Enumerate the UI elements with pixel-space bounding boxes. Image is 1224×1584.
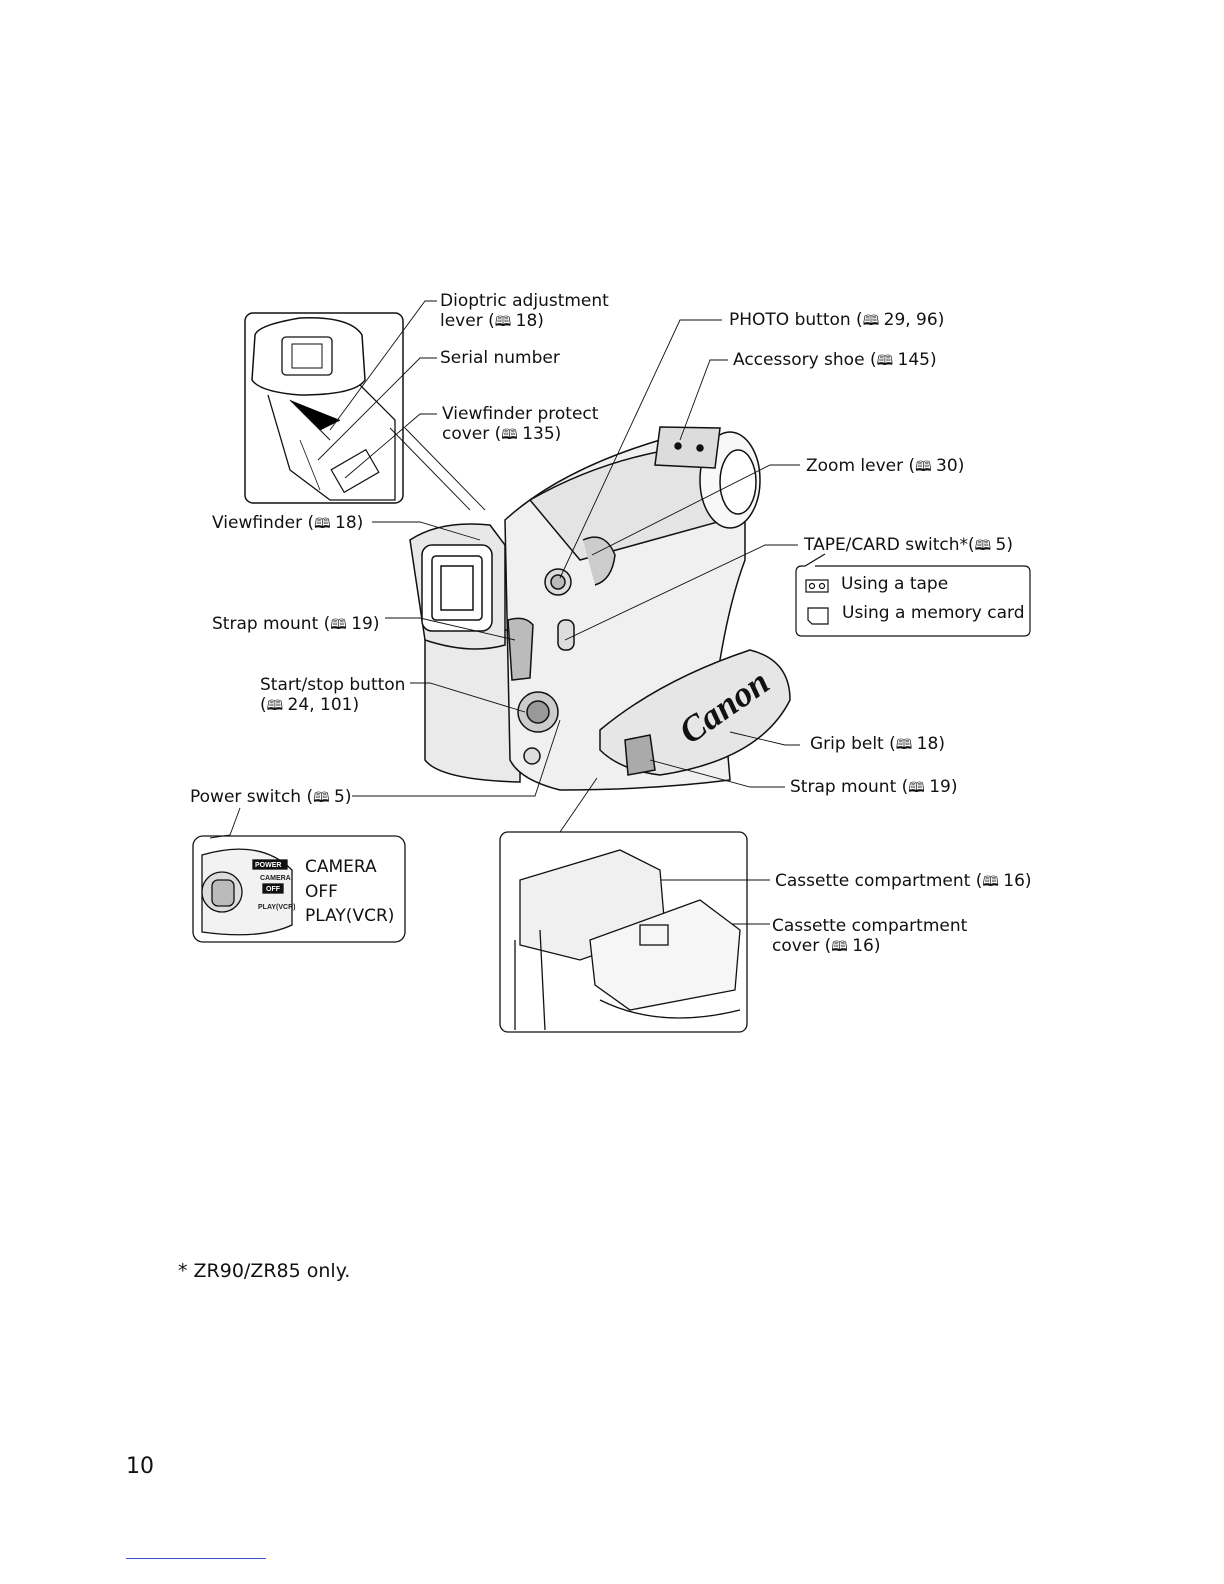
- vf-cover-ref: 135): [516, 424, 562, 444]
- strap-left-text: Strap mount (: [212, 614, 331, 634]
- power-dial-label-off: OFF: [266, 886, 281, 893]
- book-icon: 🕮: [876, 353, 893, 369]
- tapecard-card-option: Using a memory card: [842, 603, 1025, 623]
- startstop-ref: 24, 101): [282, 695, 360, 715]
- book-icon: 🕮: [314, 516, 330, 532]
- book-icon: 🕮: [982, 874, 998, 890]
- grip-ref: 18): [911, 734, 945, 754]
- startstop-label: Start/stop button (🕮 24, 101): [260, 675, 405, 716]
- tapecard-ref: 5): [990, 535, 1013, 555]
- cassette-cover-label: Cassette compartment cover (🕮 16): [772, 916, 967, 957]
- cassette-inset: [499, 831, 748, 1033]
- power-switch-label: Power switch (🕮 5): [190, 787, 351, 808]
- acc-shoe-ref: 145): [892, 350, 937, 370]
- book-icon: 🕮: [266, 698, 283, 714]
- dioptric-line1: Dioptric adjustment: [440, 291, 609, 311]
- viewfinder-text: Viewfinder (: [212, 513, 315, 533]
- cassette-cover-line2: cover (: [772, 936, 832, 956]
- viewfinder-ref: 18): [329, 513, 364, 533]
- tapecard-label: TAPE/CARD switch*(🕮 5): [804, 535, 1013, 556]
- vf-cover-label: Viewfinder protect cover (🕮 135): [442, 404, 598, 445]
- cassette-cover-ref: 16): [846, 936, 881, 956]
- book-icon: 🕮: [313, 790, 329, 806]
- dioptric-line2: lever (: [440, 311, 495, 331]
- dioptric-ref: 18): [510, 311, 544, 331]
- cassette-ref: 16): [997, 871, 1032, 891]
- photo-ref: 29, 96): [878, 310, 945, 330]
- vf-cover-line1: Viewfinder protect: [442, 404, 599, 424]
- photo-button-label: PHOTO button (🕮 29, 96): [729, 310, 944, 331]
- strap-right-text: Strap mount (: [790, 777, 909, 797]
- photo-text: PHOTO button (: [729, 310, 863, 330]
- book-icon: 🕮: [974, 538, 991, 554]
- camcorder-body: [409, 426, 791, 791]
- serial-label: Serial number: [440, 348, 560, 368]
- cassette-compartment-label: Cassette compartment (🕮 16): [775, 871, 1032, 892]
- strap-left-ref: 19): [345, 614, 380, 634]
- zoom-lever-label: Zoom lever (🕮 30): [806, 456, 964, 477]
- viewfinder-inset: [244, 312, 404, 504]
- strap-mount-right-label: Strap mount (🕮 19): [790, 777, 957, 798]
- cassette-cover-line1: Cassette compartment: [772, 916, 968, 936]
- book-icon: 🕮: [862, 313, 879, 329]
- footer-rule: [126, 1558, 266, 1559]
- zoom-ref: 30): [930, 456, 965, 476]
- cassette-text: Cassette compartment (: [775, 871, 983, 891]
- power-ref: 5): [328, 787, 352, 807]
- footnote: * ZR90/ZR85 only.: [178, 1260, 351, 1282]
- power-dial-label-camera: CAMERA: [260, 875, 291, 882]
- book-icon: 🕮: [915, 459, 931, 475]
- tapecard-tape-option: Using a tape: [841, 574, 949, 594]
- vf-cover-line2: cover (: [442, 424, 502, 444]
- tapecard-box: [795, 553, 1031, 637]
- grip-belt-label: Grip belt (🕮 18): [810, 734, 945, 755]
- acc-shoe-text: Accessory shoe (: [733, 350, 877, 370]
- book-icon: 🕮: [494, 314, 511, 330]
- power-dial-label-power: POWER: [255, 862, 281, 869]
- grip-text: Grip belt (: [810, 734, 896, 754]
- leader-lines: [209, 300, 800, 925]
- dioptric-label: Dioptric adjustment lever (🕮 18): [440, 291, 609, 332]
- book-icon: 🕮: [831, 939, 847, 955]
- accessory-shoe-label: Accessory shoe (🕮 145): [733, 350, 937, 371]
- book-icon: 🕮: [330, 617, 346, 633]
- power-text: Power switch (: [190, 787, 314, 807]
- page-number: 10: [126, 1454, 154, 1479]
- power-dial-label-play: PLAY(VCR): [258, 904, 295, 911]
- strap-mount-left-label: Strap mount (🕮 19): [212, 614, 379, 635]
- book-icon: 🕮: [895, 737, 912, 753]
- tapecard-text: TAPE/CARD switch*(: [804, 535, 975, 555]
- power-box-off: OFF: [305, 882, 338, 902]
- book-icon: 🕮: [908, 780, 924, 796]
- strap-right-ref: 19): [923, 777, 958, 797]
- viewfinder-label: Viewfinder (🕮 18): [212, 513, 363, 534]
- startstop-line1: Start/stop button: [260, 675, 406, 695]
- startstop-line2: (: [260, 695, 267, 715]
- book-icon: 🕮: [501, 427, 517, 443]
- power-box-camera: CAMERA: [305, 857, 377, 877]
- power-box-play: PLAY(VCR): [305, 906, 395, 926]
- zoom-text: Zoom lever (: [806, 456, 916, 476]
- power-switch-inset: [192, 835, 406, 943]
